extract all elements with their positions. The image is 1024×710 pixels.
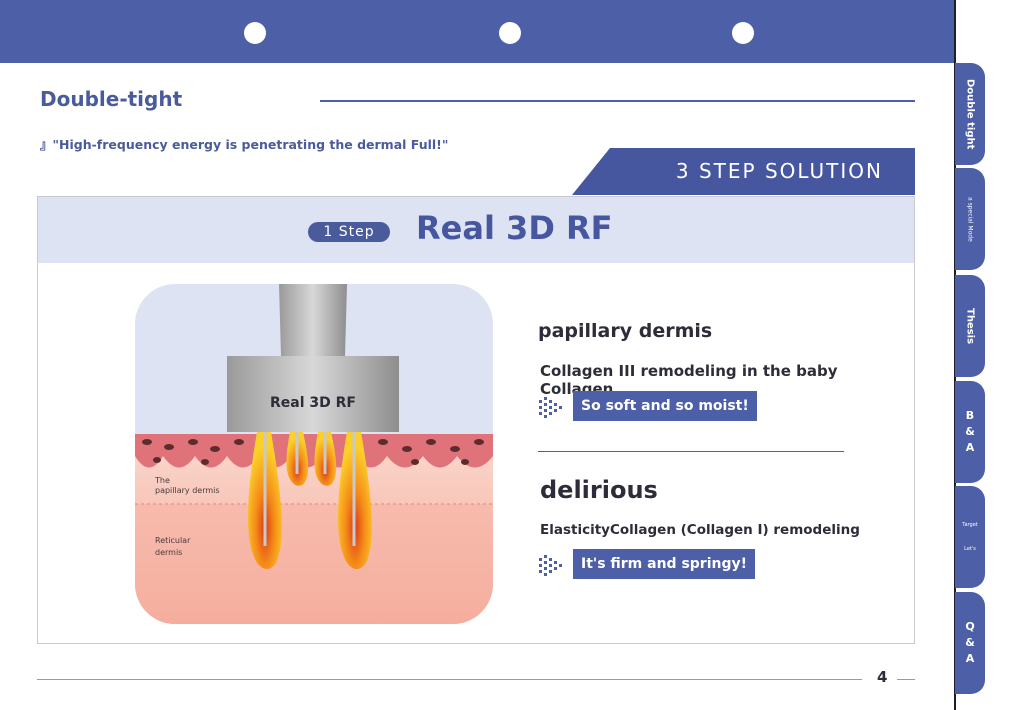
tab-qa[interactable]: Q & A (955, 592, 985, 694)
reticular-layer (135, 504, 493, 624)
sound-wave-icon (539, 397, 562, 418)
tab-char: A (965, 441, 975, 454)
section1-tag: So soft and so moist! (573, 391, 757, 421)
epidermis-wave (135, 434, 493, 468)
reticular-label-line2: dermis (155, 548, 182, 557)
section2-subtitle: ElasticityCollagen (Collagen I) remodeli… (540, 522, 860, 538)
binder-hole (499, 22, 521, 44)
papillary-label-line2: papillary dermis (155, 486, 220, 495)
tab-special-mode[interactable]: a special Mode (955, 168, 985, 270)
tab-label: a special Mode (966, 196, 974, 242)
tab-label: Double tight (964, 78, 976, 150)
tab-char: Target (962, 522, 978, 528)
page-title: Double-tight (40, 87, 183, 111)
tab-before-after[interactable]: B & A (955, 381, 985, 483)
papillary-label-line1: The (154, 476, 170, 485)
reticular-label-line1: Reticular (155, 536, 191, 545)
tab-char: B (965, 409, 975, 422)
step-solution-banner: 3 STEP SOLUTION (572, 148, 915, 195)
tab-thesis[interactable]: Thesis (955, 275, 985, 377)
tab-char: & (965, 636, 975, 649)
step-title: Real 3D RF (416, 209, 613, 247)
step-pill: 1 Step (308, 222, 390, 242)
tab-double-tight[interactable]: Double tight (955, 63, 985, 165)
tab-char: & (965, 425, 975, 438)
binder-hole (732, 22, 754, 44)
microneedles (263, 430, 356, 546)
top-header-bar (0, 0, 955, 63)
tab-label: Thesis (964, 307, 976, 345)
binder-hole (244, 22, 266, 44)
section-divider (538, 451, 844, 452)
device-label: Real 3D RF (270, 395, 356, 411)
section1-title: papillary dermis (538, 320, 713, 342)
banner-label: 3 STEP SOLUTION (675, 159, 883, 183)
device-shaft (279, 284, 347, 356)
page-number: 4 (877, 668, 888, 686)
tab-char: A (965, 652, 975, 665)
page-subtitle: 』"High-frequency energy is penetrating t… (40, 137, 449, 152)
sound-wave-icon (539, 555, 562, 576)
footer-rule (37, 679, 862, 680)
tab-target[interactable]: Target Let's (955, 486, 985, 588)
tab-char: Let's (964, 546, 976, 552)
device-head (227, 356, 399, 432)
cell-dots (142, 439, 484, 465)
tab-char: Q (965, 620, 975, 633)
content-panel: 1 Step Real 3D RF (37, 196, 915, 644)
rf-skin-illustration: Real 3D RF The papillary dermis Reticula… (135, 284, 493, 624)
title-divider (320, 100, 915, 102)
panel-header: 1 Step Real 3D RF (38, 197, 914, 263)
section2-tag: It's firm and springy! (573, 549, 756, 579)
footer-rule-end (897, 679, 915, 680)
section2-title: delirious (540, 476, 658, 504)
